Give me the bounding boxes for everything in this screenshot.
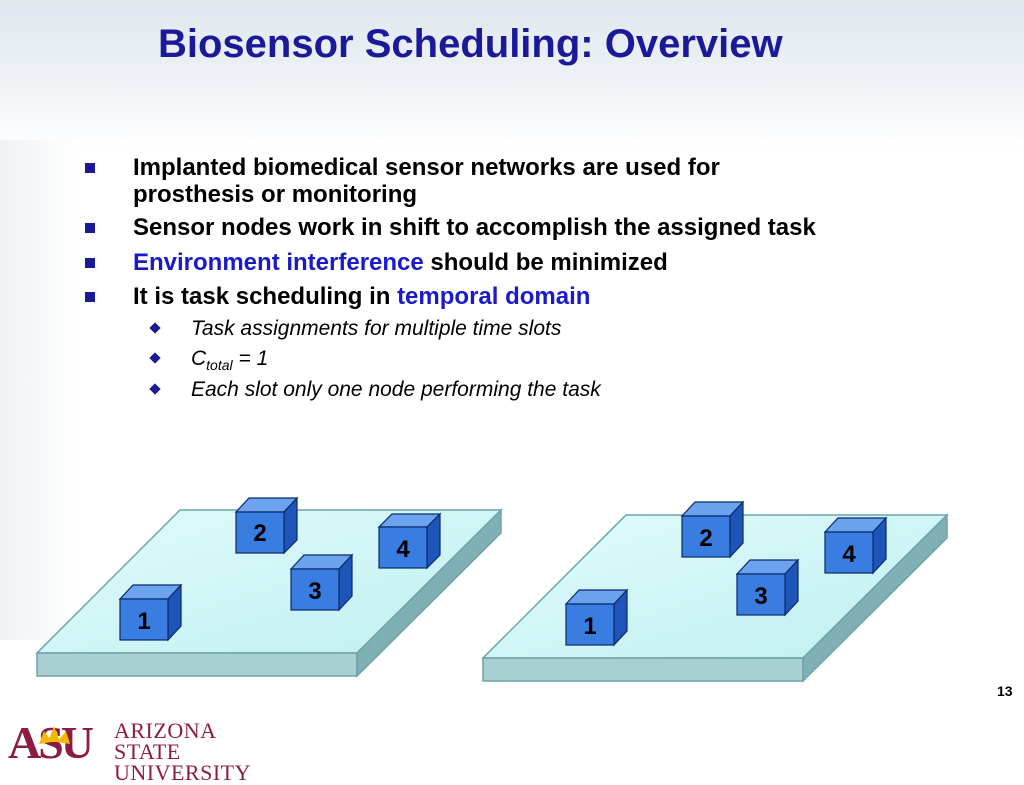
node-label: 1 (583, 613, 596, 640)
bullet-text: prosthesis or monitoring (133, 181, 418, 208)
university-name: ARIZONA STATE UNIVERSITY (114, 718, 278, 785)
node-cube: 3 (735, 558, 800, 617)
left-background-panel (0, 140, 80, 640)
sub-bullet-item: Task assignments for multiple time slots (149, 316, 951, 342)
bullet-text: should be minimized (423, 249, 668, 276)
node-cube: 2 (680, 500, 745, 559)
scheduling-diagrams: 2 4 3 1 2 (35, 496, 949, 683)
square-bullet-icon (85, 163, 95, 173)
symbol: C (191, 347, 207, 370)
node-label: 3 (754, 583, 767, 610)
square-bullet-icon (85, 223, 95, 233)
sub-bullet-item: Ctotal = 1 (149, 346, 951, 378)
node-label: 1 (137, 608, 150, 635)
node-label: 2 (253, 520, 266, 547)
sub-bullet-text: Each slot only one node performing the t… (191, 378, 601, 401)
logo-line-2: UNIVERSITY (114, 760, 251, 785)
bullet-text: It is task scheduling in (133, 283, 398, 310)
square-bullet-icon (85, 292, 95, 302)
bullet-item: Environment interference should be minim… (85, 249, 963, 276)
node-cube: 3 (289, 553, 354, 612)
node-label: 4 (842, 541, 856, 568)
diagram-left: 2 4 3 1 (35, 496, 503, 678)
node-cube: 1 (564, 588, 629, 647)
sub-bullet-text: = 1 (232, 347, 269, 370)
bullet-item: Sensor nodes work in shift to accomplish… (85, 214, 963, 241)
asu-mark-icon: ASU (8, 718, 97, 764)
node-label: 3 (308, 578, 321, 605)
diagram-right: 2 4 3 1 (481, 500, 949, 683)
node-cube: 1 (118, 583, 183, 642)
sub-bullet-item: Each slot only one node performing the t… (149, 377, 951, 403)
sub-bullet-text: Task assignments for multiple time slots (191, 317, 562, 340)
highlight-text: temporal domain (397, 283, 591, 310)
node-label: 2 (699, 525, 712, 552)
header-background (0, 0, 1024, 150)
bullet-text: Implanted biomedical sensor networks are… (133, 154, 720, 181)
logo-line-1: ARIZONA STATE (114, 718, 216, 764)
node-cube: 2 (234, 496, 299, 555)
bullet-text: Sensor nodes work in shift to accomplish… (133, 214, 816, 241)
bullet-item: It is task scheduling in temporal domain (85, 283, 963, 310)
node-cube: 4 (823, 516, 888, 575)
square-bullet-icon (85, 258, 95, 268)
slide-title: Biosensor Scheduling: Overview (158, 22, 783, 66)
asu-logo: ASU ARIZONA STATE UNIVERSITY (8, 718, 278, 784)
bullet-item: Implanted biomedical sensor networks are… (85, 154, 963, 208)
node-cube: 4 (377, 512, 442, 570)
highlight-text: Environment interference (133, 249, 424, 276)
node-label: 4 (396, 536, 410, 563)
page-number: 13 (997, 683, 1013, 699)
subscript: total (206, 357, 233, 374)
